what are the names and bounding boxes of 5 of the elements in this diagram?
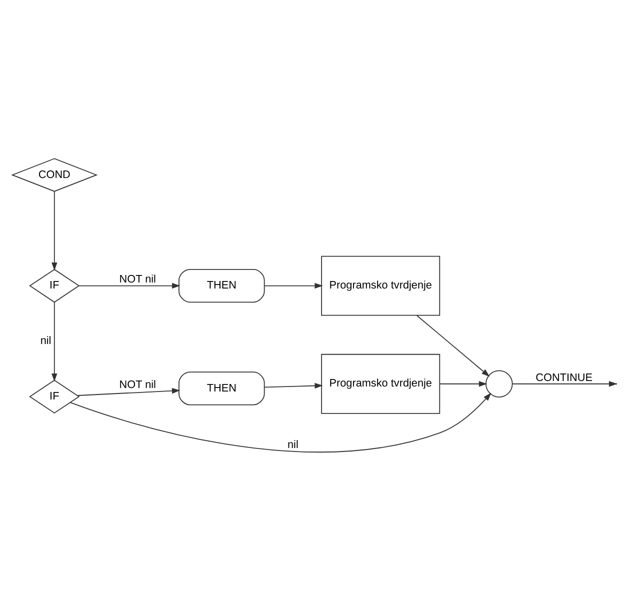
- edge-label: nil: [288, 438, 298, 451]
- edge-label: NOT nil: [119, 273, 156, 286]
- edge-label: NOT nil: [119, 378, 156, 391]
- edge-label: CONTINUE: [536, 371, 592, 384]
- edge-label: nil: [40, 334, 52, 347]
